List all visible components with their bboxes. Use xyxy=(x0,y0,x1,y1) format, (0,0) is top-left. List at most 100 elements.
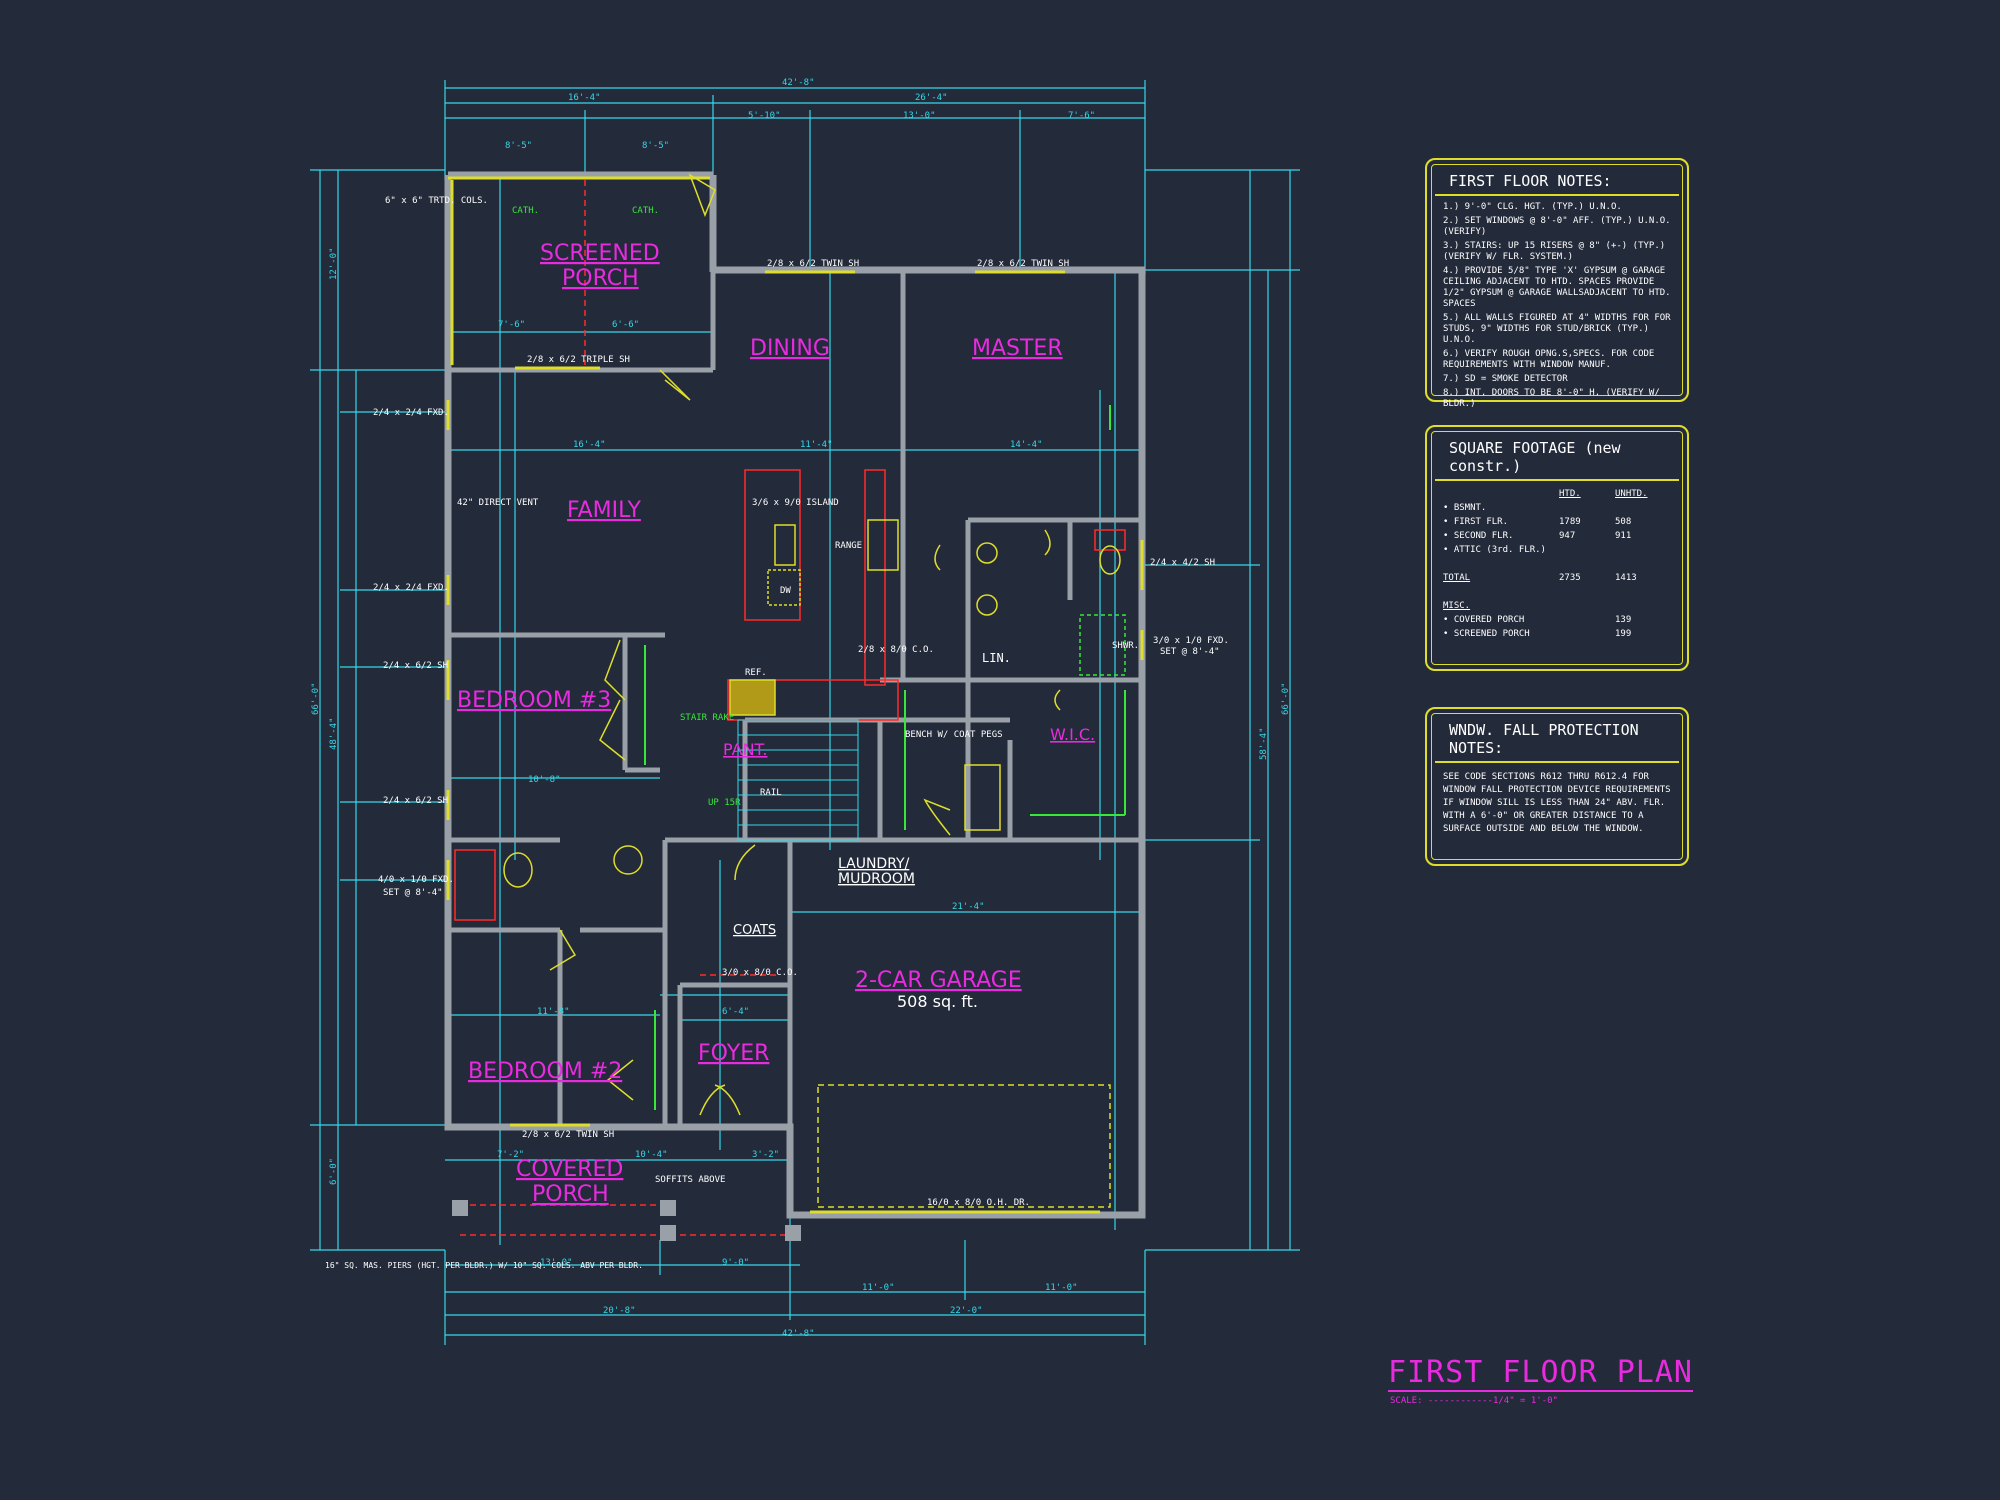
dimension-lines xyxy=(310,80,1300,1345)
room-master: MASTER xyxy=(972,336,1063,361)
note-item: 7.) SD = SMOKE DETECTOR xyxy=(1443,374,1568,384)
dim-porch-b: 6'-6" xyxy=(612,320,639,330)
label-bench: BENCH W/ COAT PEGS xyxy=(905,730,1003,740)
dim-bottom-c: 11'-0" xyxy=(862,1283,895,1293)
table-cell: 911 xyxy=(1615,531,1632,541)
label-window-2: 2/8 x 6/2 TWIN SH xyxy=(977,259,1069,269)
label-up: UP 15R xyxy=(708,798,741,808)
table-row xyxy=(1443,585,1654,599)
label-window-5: 2/4 x 2/4 FXD. xyxy=(373,583,449,593)
table-cell: • BSMNT. xyxy=(1443,503,1487,513)
table-cell: MISC. xyxy=(1443,601,1471,611)
square-footage-title: SQUARE FOOTAGE (new constr.) xyxy=(1435,433,1679,481)
dim-covered-a: 7'-2" xyxy=(497,1150,524,1160)
dim-top-right: 26'-4" xyxy=(915,93,948,103)
dim-top-b: 8'-5" xyxy=(642,141,669,151)
table-cell xyxy=(1559,585,1615,599)
table-cell xyxy=(1615,585,1654,599)
room-screened-porch-2: PORCH xyxy=(562,266,639,291)
room-covered-porch-1: COVERED xyxy=(516,1157,623,1182)
stairs xyxy=(737,719,859,841)
dim-top-a: 8'-5" xyxy=(505,141,532,151)
label-window-1: 2/8 x 6/2 TWIN SH xyxy=(767,259,859,269)
dim-bedroom3-width: 10'-8" xyxy=(528,775,561,785)
table-cell xyxy=(1559,613,1615,627)
table-cell: 199 xyxy=(1615,629,1632,639)
plan-title: FIRST FLOOR PLAN xyxy=(1388,1355,1693,1392)
dim-bottom-overall: 42'-8" xyxy=(782,1329,815,1339)
table-cell xyxy=(1559,501,1615,515)
dim-right-a: 58'-4" xyxy=(1259,727,1269,760)
table-cell xyxy=(1615,501,1654,515)
door-swings xyxy=(549,173,1061,1116)
window-fall-protection-box: WNDW. FALL PROTECTION NOTES: SEE CODE SE… xyxy=(1425,707,1689,866)
label-window-11: 3/0 x 1/0 FXD. xyxy=(1153,636,1229,646)
table-cell xyxy=(1615,543,1654,557)
dim-covered-c: 3'-2" xyxy=(752,1150,779,1160)
table-cell: • FIRST FLR. xyxy=(1443,517,1509,527)
label-soffits: SOFFITS ABOVE xyxy=(655,1175,725,1185)
label-window-8b: SET @ 8'-4" xyxy=(383,888,443,898)
label-ref: REF. xyxy=(745,668,767,678)
dim-top-c: 5'-10" xyxy=(748,111,781,121)
green-markers xyxy=(644,405,1126,1110)
dim-overall-width: 42'-8" xyxy=(782,78,815,88)
note-item: 5.) ALL WALLS FIGURED AT 4" WIDTHS FOR F… xyxy=(1443,313,1671,345)
dim-right-overall: 66'-0" xyxy=(1281,682,1291,715)
table-cell xyxy=(1443,557,1559,571)
room-dining: DINING xyxy=(750,336,830,361)
label-window-10: 2/4 x 4/2 SH xyxy=(1150,558,1215,568)
table-row xyxy=(1443,557,1654,571)
dim-top-e: 7'-6" xyxy=(1068,111,1095,121)
table-row: • ATTIC (3rd. FLR.) xyxy=(1443,543,1654,557)
dim-left-b: 48'-4" xyxy=(329,717,339,750)
label-direct-vent: 42" DIRECT VENT xyxy=(457,498,539,508)
table-cell xyxy=(1615,557,1654,571)
kitchen-fixtures xyxy=(454,469,1126,921)
label-island: 3/6 x 9/0 ISLAND xyxy=(752,498,839,508)
label-coat-co: 3/0 x 8/0 C.O. xyxy=(722,968,798,978)
label-window-6: 2/4 x 6/2 SH xyxy=(383,661,448,671)
label-shower: SHWR. xyxy=(1112,641,1139,651)
porch-dashes xyxy=(460,180,800,1236)
dim-bottom-b: 9'-0" xyxy=(722,1258,749,1268)
dim-left-c: 6'-0" xyxy=(329,1158,339,1185)
room-family: FAMILY xyxy=(567,498,641,523)
dim-left-a: 12'-0" xyxy=(329,247,339,280)
dim-bottom-e: 20'-8" xyxy=(603,1306,636,1316)
label-range: RANGE xyxy=(835,541,862,551)
room-linen: LIN. xyxy=(982,651,1011,665)
table-cell xyxy=(1443,585,1559,599)
label-cath-2: CATH. xyxy=(632,206,659,216)
table-cell: 508 xyxy=(1615,517,1632,527)
garage-area: 508 sq. ft. xyxy=(897,992,978,1011)
label-window-4: 2/4 x 2/4 FXD. xyxy=(373,408,449,418)
first-floor-notes-box: FIRST FLOOR NOTES: 1.) 9'-0" CLG. HGT. (… xyxy=(1425,158,1689,409)
room-garage: 2-CAR GARAGE xyxy=(855,968,1022,993)
label-window-7: 2/4 x 6/2 SH xyxy=(383,796,448,806)
window-marks xyxy=(446,176,1144,1214)
dim-garage-width: 21'-4" xyxy=(952,902,985,912)
dim-foyer-width: 6'-4" xyxy=(722,1007,749,1017)
window-fall-protection-text: SEE CODE SECTIONS R612 THRU R612.4 FOR W… xyxy=(1443,772,1671,834)
note-item: 6.) VERIFY ROUGH OPNG.S,SPECS. FOR CODE … xyxy=(1443,349,1655,370)
label-cols: 6" x 6" TRTD. COLS. xyxy=(385,196,488,206)
first-floor-notes-title: FIRST FLOOR NOTES: xyxy=(1435,166,1679,196)
note-item: 4.) PROVIDE 5/8" TYPE 'X' GYPSUM @ GARAG… xyxy=(1443,266,1671,309)
dim-bottom-a: 13'-0" xyxy=(540,1258,573,1268)
label-closet-co: 2/8 x 8/0 C.O. xyxy=(858,645,934,655)
label-window-8: 4/0 x 1/0 FXD. xyxy=(378,875,454,885)
table-cell: UNHTD. xyxy=(1615,489,1648,499)
dim-family-width: 16'-4" xyxy=(573,440,606,450)
table-cell: TOTAL xyxy=(1443,573,1471,583)
table-cell: • ATTIC (3rd. FLR.) xyxy=(1443,545,1546,555)
table-header-row: HTD. UNHTD. xyxy=(1443,487,1654,501)
room-foyer: FOYER xyxy=(698,1041,769,1066)
table-cell xyxy=(1443,487,1559,501)
table-cell: HTD. xyxy=(1559,489,1581,499)
room-laundry-2: MUDROOM xyxy=(838,871,915,887)
table-cell xyxy=(1559,557,1615,571)
